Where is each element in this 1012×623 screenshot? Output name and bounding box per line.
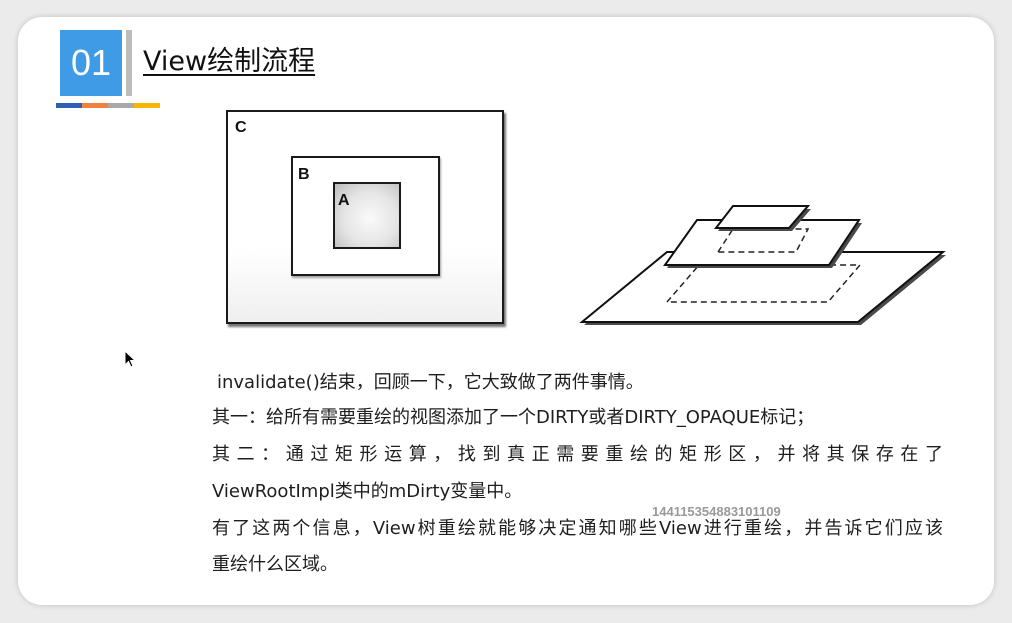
stripe-segment-orange (82, 103, 108, 108)
top-plane (713, 205, 811, 229)
rect-a (333, 182, 401, 249)
stripe-segment-blue (56, 103, 82, 108)
text-line-3: 其二：通过矩形运算，找到真正需要重绘的矩形区，并将其保存在了 (212, 444, 943, 465)
rect-c-label: C (235, 119, 247, 136)
slide-title: View绘制流程 (143, 46, 316, 77)
text-line-4: ViewRootImpl类中的mDirty变量中。 (212, 481, 523, 502)
bottom-plane-dirty-region (665, 264, 862, 303)
text-line-5: 有了这两个信息，View树重绘就能够决定通知哪些View进行重绘，并告诉它们应该 (212, 518, 943, 539)
watermark-id: 144115354883101109 (652, 504, 781, 519)
text-line-2: 其一：给所有需要重绘的视图添加了一个DIRTY或者DIRTY_OPAQUE标记； (212, 407, 815, 428)
text-line-6: 重绘什么区域。 (212, 554, 338, 575)
stripe-segment-gray (108, 103, 134, 108)
section-number: 01 (60, 30, 122, 96)
mouse-pointer-icon (124, 350, 136, 368)
middle-plane (663, 219, 861, 266)
rect-a-label: A (338, 192, 350, 209)
color-stripe (56, 103, 160, 108)
text-line-1: invalidate()结束，回顾一下，它大致做了两件事情。 (217, 372, 644, 393)
middle-plane-dirty-region (716, 228, 810, 253)
layered-planes-diagram (579, 205, 946, 325)
section-number-bar (126, 30, 132, 96)
rect-b-label: B (298, 166, 310, 183)
bottom-plane (579, 251, 946, 323)
stripe-segment-yellow (134, 103, 160, 108)
